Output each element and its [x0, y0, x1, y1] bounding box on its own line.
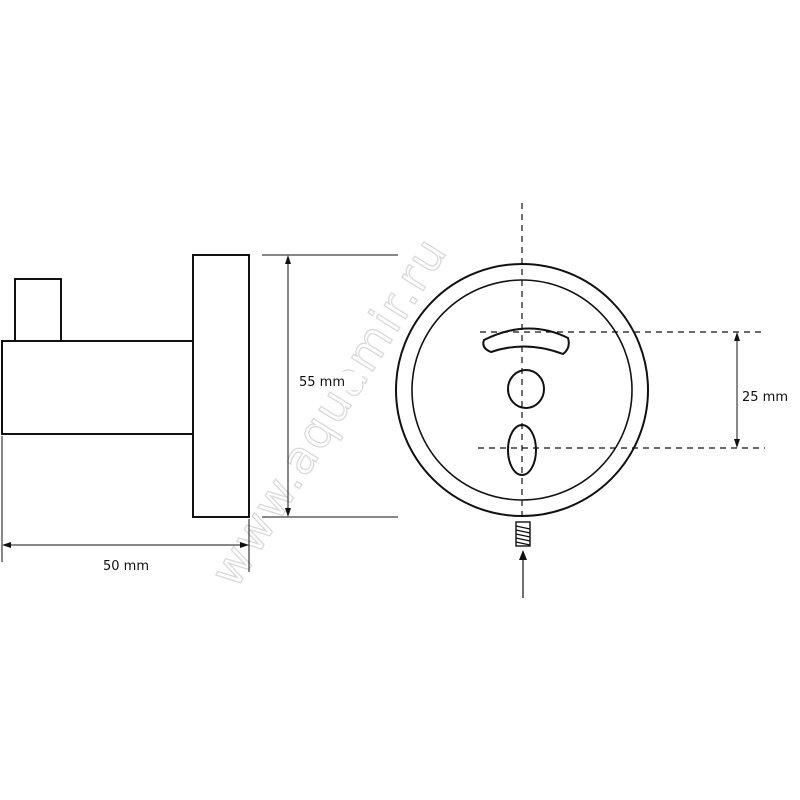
front-view: [395, 203, 765, 517]
insertion-arrow-head: [519, 550, 527, 560]
hook-tip: [14, 278, 62, 342]
label-backdrop: [740, 387, 800, 405]
curved-mounting-slot: [482, 327, 570, 356]
base-plate: [192, 254, 250, 518]
set-screw-thread: [515, 525, 531, 546]
watermark-text: www.aquamir.ru: [200, 227, 458, 596]
height-dimension-label: 55 mm: [299, 375, 345, 390]
arrow-bottom: [734, 439, 740, 448]
hook-arm: [1, 340, 194, 435]
arrow-top: [734, 332, 740, 341]
arrow-right: [240, 542, 249, 548]
depth-dimension: [1, 436, 250, 572]
watermark: www.aquamir.ru: [199, 227, 459, 597]
arrow-bottom: [285, 508, 291, 517]
arrow-left: [2, 542, 11, 548]
label-backdrop: [292, 372, 362, 390]
side-view: [1, 254, 250, 518]
arrow-top: [285, 255, 291, 264]
hole-spacing-dimension-label: 25 mm: [742, 390, 788, 405]
center-mounting-hole: [507, 369, 545, 409]
hole-spacing-dimension: [734, 332, 740, 448]
insertion-arrow: [519, 550, 527, 598]
set-screw: [515, 521, 531, 547]
depth-dimension-label: 50 mm: [103, 559, 149, 574]
height-dimension: [262, 254, 398, 518]
